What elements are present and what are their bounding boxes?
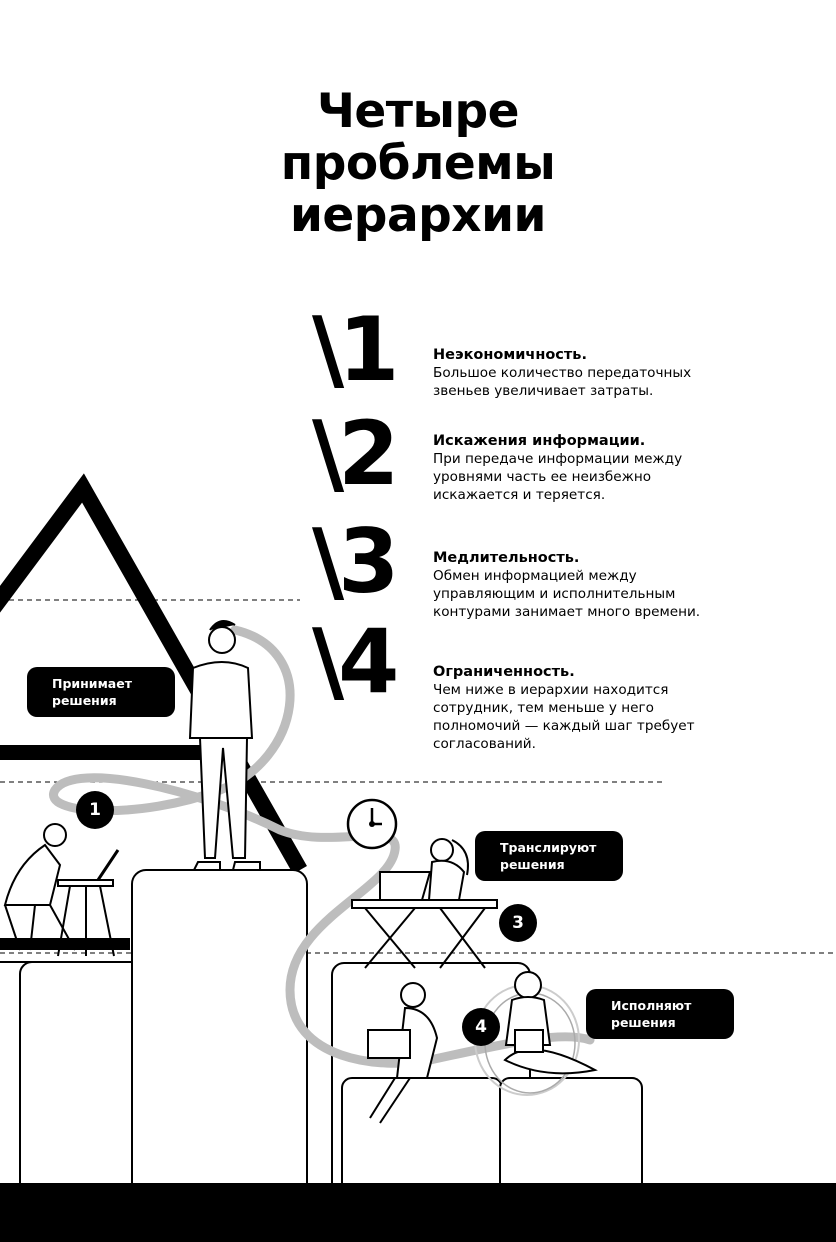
problem-heading: Неэкономичность.	[433, 347, 587, 363]
label-line: Принимает	[52, 676, 132, 691]
title-line: проблемы	[280, 136, 556, 191]
problem-text: Обмен информацией между управляющим и ис…	[433, 568, 701, 620]
label-line: Исполняют	[611, 998, 692, 1013]
problem-text: При передаче информации между уровнями ч…	[433, 451, 683, 503]
executors-figures	[367, 971, 598, 1124]
problem-item: Ограниченность. Чем ниже в иерархии нахо…	[433, 663, 763, 753]
manager-figure	[188, 620, 261, 871]
page-title: Четыре проблемы иерархии	[0, 86, 836, 242]
problem-heading: Ограниченность.	[433, 664, 575, 680]
title-line: Четыре	[316, 84, 520, 139]
problem-heading: Медлительность.	[433, 550, 580, 566]
label-decides: Принимает решения	[27, 667, 175, 717]
pedestals	[0, 869, 643, 1204]
problem-item: Медлительность. Обмен информацией между …	[433, 549, 763, 621]
middle-worker-figure	[351, 838, 498, 969]
clock-icon	[346, 798, 398, 850]
problem-text: Большое количество передаточных звеньев …	[433, 365, 692, 399]
label-line: решения	[500, 857, 565, 872]
problem-number-4: \4	[312, 610, 399, 713]
triangle-base	[0, 745, 205, 760]
problem-item: Искажения информации. При передаче инфор…	[433, 432, 763, 504]
label-line: решения	[52, 693, 117, 708]
problem-item: Неэкономичность. Большое количество пере…	[433, 346, 763, 400]
label-line: Транслируют	[500, 840, 597, 855]
label-line: решения	[611, 1015, 676, 1030]
footer-bar	[0, 1183, 836, 1242]
badge-4: 4	[462, 1008, 500, 1046]
problem-number-1: \1	[312, 298, 399, 401]
problem-number-3: \3	[312, 510, 399, 613]
badge-1: 1	[76, 791, 114, 829]
worker-laptop-figure	[3, 823, 120, 957]
badge-3: 3	[499, 904, 537, 942]
label-execute: Исполняют решения	[586, 989, 734, 1039]
title-line: иерархии	[290, 188, 547, 243]
problem-text: Чем ниже в иерархии находится сотрудник,…	[433, 682, 695, 752]
problem-heading: Искажения информации.	[433, 433, 646, 449]
problem-number-2: \2	[312, 402, 399, 505]
label-translate: Транслируют решения	[475, 831, 623, 881]
triangle-base-low	[0, 938, 130, 950]
